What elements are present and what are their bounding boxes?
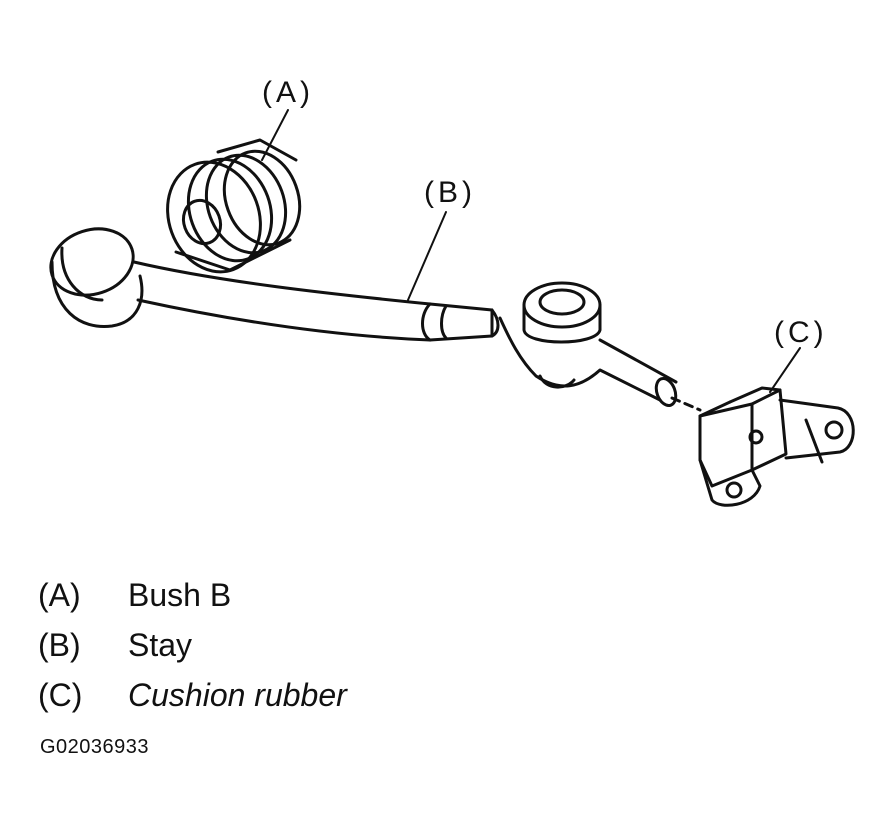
leader-line-c: [769, 347, 801, 393]
legend-text: Cushion rubber: [128, 677, 347, 713]
legend-key: (B): [38, 627, 81, 663]
stay-assembly-illustration: [49, 109, 855, 507]
cushion-rubber-part: [698, 386, 855, 507]
legend-row-a: (A) Bush B: [38, 570, 347, 620]
stay-part: [49, 227, 702, 412]
callout-label-b: (B): [424, 176, 476, 209]
leader-line-b: [407, 211, 447, 301]
legend-row-c: (C) Cushion rubber: [38, 670, 347, 720]
figure-code: G02036933: [40, 736, 150, 758]
legend-text: Bush B: [128, 577, 232, 613]
callout-label-c: (C): [774, 316, 828, 349]
callout-label-a: (A): [262, 76, 314, 109]
legend-key: (A): [38, 577, 81, 613]
bush-b-part: [166, 138, 302, 274]
legend-key: (C): [38, 677, 83, 713]
leader-line-a: [261, 109, 289, 161]
legend-row-b: (B) Stay: [38, 620, 347, 670]
legend: (A) Bush B (B) Stay (C) Cushion rubber: [38, 570, 347, 720]
legend-text: Stay: [128, 627, 193, 663]
